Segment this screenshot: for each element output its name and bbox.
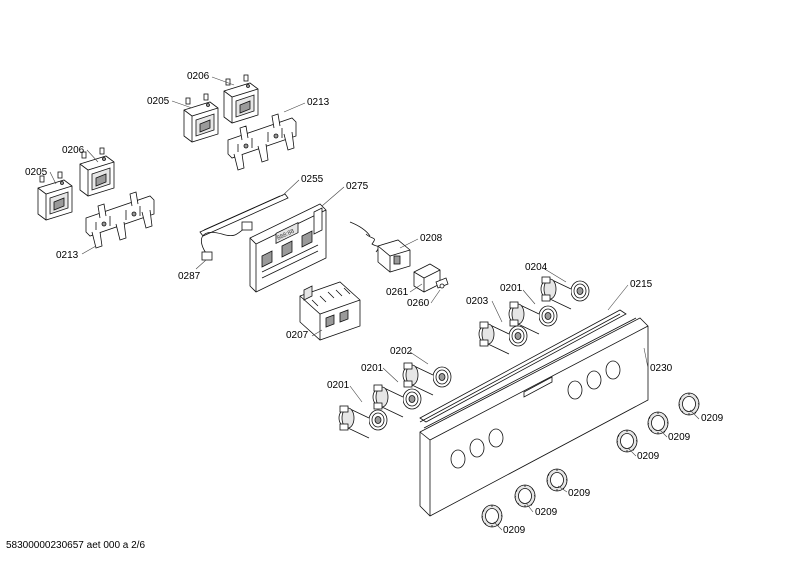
- strip-0255: [199, 193, 289, 237]
- trim-strip-0215: [419, 309, 627, 423]
- part-label-0209-e: 0209: [535, 507, 558, 518]
- part-label-0206-lower: 0206: [62, 145, 85, 156]
- part-label-0201-middle: 0201: [361, 363, 384, 374]
- leader-lines: [49, 76, 700, 531]
- part-label-0209-d: 0209: [568, 488, 591, 499]
- part-label-0205-upper: 0205: [147, 96, 170, 107]
- ring-0209-e: [514, 484, 536, 508]
- ring-0209-c: [616, 429, 638, 453]
- part-label-0230: 0230: [650, 363, 673, 374]
- ring-0209-f: [481, 504, 503, 528]
- part-label-0209-b: 0209: [668, 432, 691, 443]
- part-label-0204: 0204: [525, 262, 548, 273]
- part-label-0201-upper: 0201: [500, 283, 523, 294]
- part-label-0260: 0260: [407, 298, 430, 309]
- part-label-0287: 0287: [178, 271, 201, 282]
- switch-0205-upper: [183, 93, 219, 143]
- ring-0209-d: [546, 468, 568, 492]
- knob-0204: [540, 276, 590, 310]
- knob-0203: [478, 321, 528, 355]
- bracket-0213-lower: [85, 191, 155, 249]
- part-label-0208: 0208: [420, 233, 443, 244]
- part-label-0213-upper: 0213: [307, 97, 330, 108]
- holder-0261: [413, 263, 441, 293]
- part-label-0209-f: 0209: [503, 525, 526, 536]
- part-label-0207: 0207: [286, 330, 309, 341]
- document-id: 58300000230657 aet 000 a 2/6: [6, 540, 146, 551]
- part-label-0202: 0202: [390, 346, 413, 357]
- relay-0207: [299, 281, 361, 341]
- cable-0287: [200, 221, 253, 261]
- switch-0206-lower: [79, 147, 115, 197]
- thermostat-0208: [349, 221, 411, 273]
- part-label-0201-lower: 0201: [327, 380, 350, 391]
- switch-0206-upper: [223, 74, 259, 124]
- part-label-0215: 0215: [630, 279, 653, 290]
- part-label-0209-c: 0209: [637, 451, 660, 462]
- board-0275: 888:88: [249, 203, 327, 293]
- part-label-0261: 0261: [386, 287, 409, 298]
- part-label-0275: 0275: [346, 181, 369, 192]
- part-label-0255: 0255: [301, 174, 324, 185]
- part-label-0203: 0203: [466, 296, 489, 307]
- control-panel-0230: [419, 317, 649, 517]
- switch-0205-lower: [37, 171, 73, 221]
- part-label-0205-lower: 0205: [25, 167, 48, 178]
- part-label-0213-lower: 0213: [56, 250, 79, 261]
- part-label-0206-upper: 0206: [187, 71, 210, 82]
- ring-0209-b: [647, 411, 669, 435]
- clip-0260: [435, 277, 449, 289]
- ring-0209-a: [678, 392, 700, 416]
- part-label-0209-a: 0209: [701, 413, 724, 424]
- bracket-0213-upper: [227, 113, 297, 171]
- knob-0201-lower: [338, 405, 388, 439]
